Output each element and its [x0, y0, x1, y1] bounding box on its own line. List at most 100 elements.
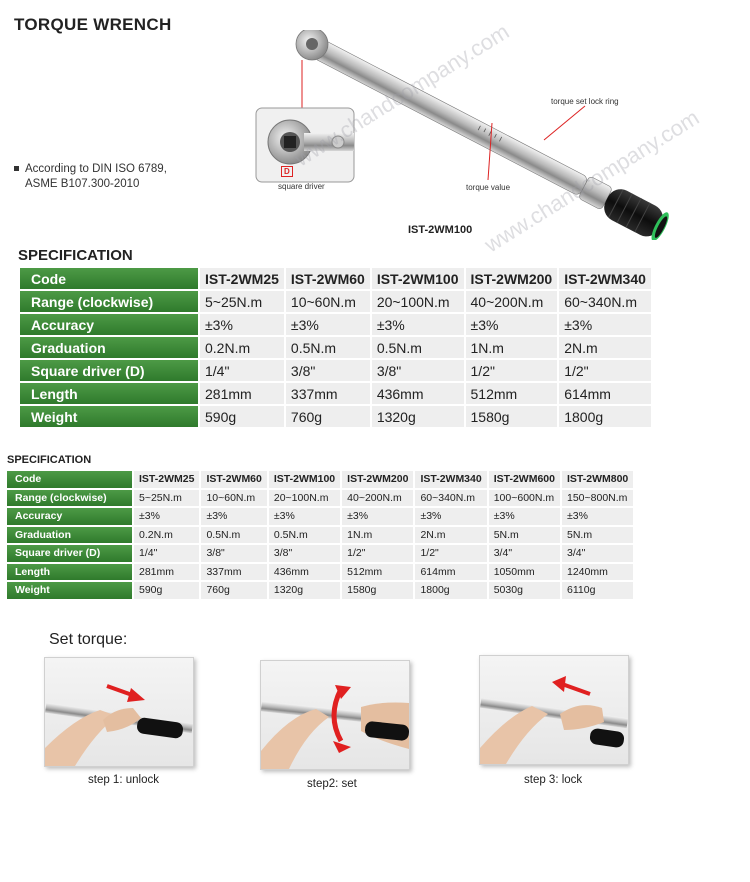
table-cell: 0.2N.m [200, 337, 284, 358]
torque-wrench-image [255, 30, 669, 240]
table-cell: 1N.m [342, 526, 414, 543]
row-label: Code [20, 268, 198, 289]
table-row: Square driver (D)1/4"3/8"3/8"1/2"1/2" [20, 360, 651, 381]
table-cell: 0.5N.m [285, 337, 370, 358]
step-2-image [260, 660, 410, 770]
table-cell: 1/2" [342, 545, 414, 562]
table-cell: 281mm [134, 563, 200, 580]
step-3-caption: step 3: lock [524, 774, 583, 786]
table-cell: 5030g [488, 582, 560, 599]
table-cell: ±3% [488, 508, 560, 525]
step-1-image [44, 657, 194, 767]
table-cell: ±3% [342, 508, 414, 525]
table-row: Square driver (D)1/4"3/8"3/8"1/2"1/2"3/4… [7, 545, 634, 562]
table-cell: 436mm [268, 563, 341, 580]
table-cell: 40~200N.m [465, 291, 558, 312]
table-cell: 2N.m [559, 337, 651, 358]
table-cell: ±3% [285, 314, 370, 335]
table-cell: ±3% [200, 314, 284, 335]
table-cell: 760g [201, 582, 267, 599]
table-cell: 1240mm [562, 563, 634, 580]
row-label: Length [20, 383, 198, 404]
table-cell: 1/4" [134, 545, 200, 562]
table-cell: 590g [134, 582, 200, 599]
set-torque-title: Set torque: [49, 631, 128, 648]
table-cell: ±3% [415, 508, 487, 525]
table-cell: 1580g [342, 582, 414, 599]
spec-table-2-title: SPECIFICATION [7, 454, 92, 466]
table-cell: IST-2WM60 [201, 471, 267, 488]
table-cell: 512mm [465, 383, 558, 404]
table-cell: IST-2WM200 [342, 471, 414, 488]
standard-note: According to DIN ISO 6789, ASME B107.300… [14, 162, 167, 192]
row-label: Code [7, 471, 132, 488]
step-2-caption: step2: set [307, 778, 357, 790]
row-label: Square driver (D) [7, 545, 132, 562]
callout-d: D [281, 166, 293, 177]
table-cell: 337mm [201, 563, 267, 580]
bullet-square-icon [14, 166, 19, 171]
table-cell: 1/2" [559, 360, 651, 381]
table-cell: 590g [200, 406, 284, 427]
table-cell: ±3% [559, 314, 651, 335]
table-cell: ±3% [134, 508, 200, 525]
table-cell: ±3% [201, 508, 267, 525]
table-cell: IST-2WM100 [268, 471, 341, 488]
table-cell: 436mm [371, 383, 464, 404]
table-cell: 281mm [200, 383, 284, 404]
table-cell: IST-2WM25 [200, 268, 284, 289]
table-cell: IST-2WM25 [134, 471, 200, 488]
table-cell: 614mm [559, 383, 651, 404]
standard-line-1: According to DIN ISO 6789, [25, 163, 167, 175]
table-cell: 1/2" [415, 545, 487, 562]
table-cell: 6110g [562, 582, 634, 599]
row-label: Range (clockwise) [20, 291, 198, 312]
callout-torque-value: torque value [466, 183, 511, 192]
table-cell: 1800g [415, 582, 487, 599]
table-cell: 1N.m [465, 337, 558, 358]
callout-lock-ring: torque set lock ring [551, 97, 619, 106]
table-cell: IST-2WM200 [465, 268, 558, 289]
table-cell: 5N.m [488, 526, 560, 543]
row-label: Length [7, 563, 132, 580]
table-cell: 3/4" [488, 545, 560, 562]
table-cell: IST-2WM600 [488, 471, 560, 488]
model-label: IST-2WM100 [408, 224, 473, 236]
table-cell: 0.2N.m [134, 526, 200, 543]
table-row: Accuracy±3%±3%±3%±3%±3% [20, 314, 651, 335]
standard-line-2: ASME B107.300-2010 [25, 178, 140, 190]
table-cell: 0.5N.m [371, 337, 464, 358]
row-label: Weight [20, 406, 198, 427]
table-cell: 10~60N.m [201, 489, 267, 506]
table-cell: 1580g [465, 406, 558, 427]
table-cell: 10~60N.m [285, 291, 370, 312]
table-cell: 0.5N.m [268, 526, 341, 543]
table-row: Accuracy±3%±3%±3%±3%±3%±3%±3% [7, 508, 634, 525]
step-3-image [479, 655, 629, 765]
row-label: Accuracy [20, 314, 198, 335]
table-cell: 3/8" [268, 545, 341, 562]
table-cell: 3/8" [371, 360, 464, 381]
table-cell: 150~800N.m [562, 489, 634, 506]
callout-square-driver: square driver [278, 182, 325, 191]
table-cell: 1800g [559, 406, 651, 427]
table-cell: 337mm [285, 383, 370, 404]
row-label: Accuracy [7, 508, 132, 525]
table-cell: 3/8" [285, 360, 370, 381]
table-cell: 3/4" [562, 545, 634, 562]
table-cell: 60~340N.m [415, 489, 487, 506]
table-cell: ±3% [371, 314, 464, 335]
table-cell: 0.5N.m [201, 526, 267, 543]
table-cell: 60~340N.m [559, 291, 651, 312]
table-cell: IST-2WM800 [562, 471, 634, 488]
table-cell: 1050mm [488, 563, 560, 580]
